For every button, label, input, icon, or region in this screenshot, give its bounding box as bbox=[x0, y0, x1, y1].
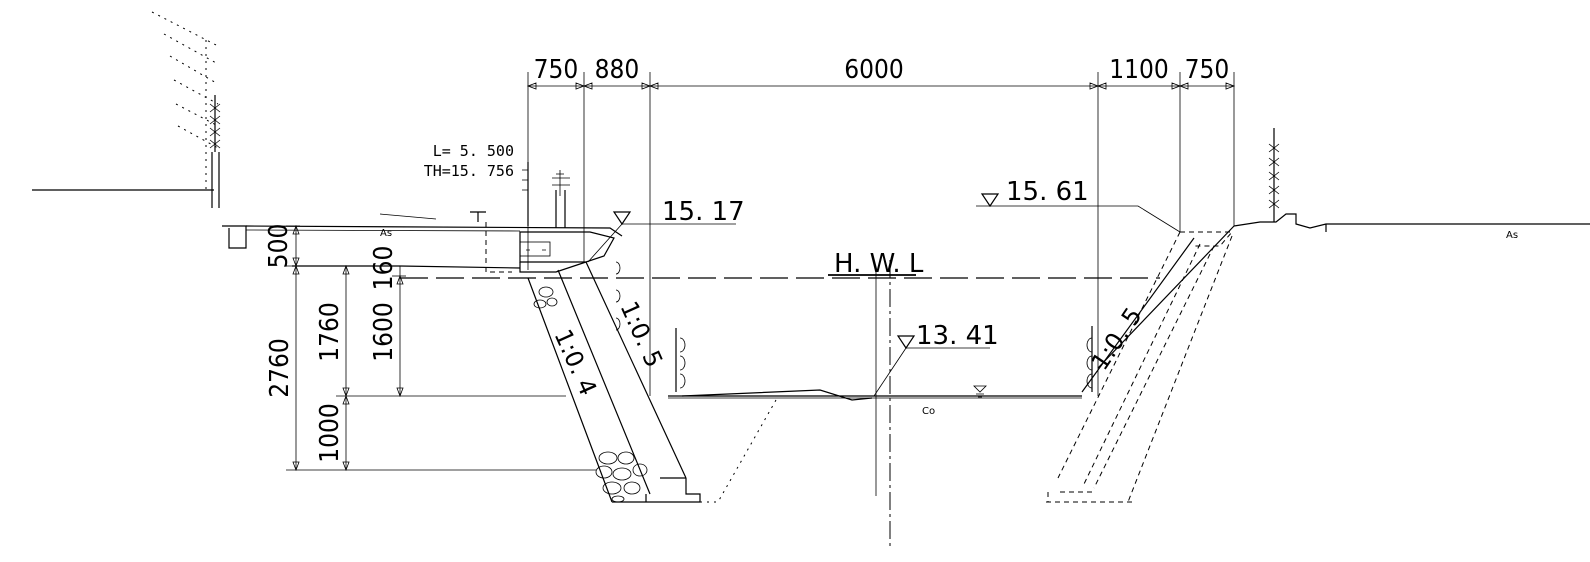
right-bank-level: 15. 61 bbox=[1006, 177, 1089, 207]
guard-rail-post-icon bbox=[552, 170, 570, 228]
dim-top-880: 880 bbox=[595, 55, 640, 85]
right-fence-icon bbox=[1268, 128, 1280, 222]
right-pavement-label: As bbox=[1506, 230, 1518, 241]
left-bank-level-marker bbox=[587, 211, 736, 263]
channel-bed-label: Co bbox=[922, 406, 935, 417]
left-face-slope-label: 1:0. 5 bbox=[615, 297, 669, 372]
dim-left-2760: 2760 bbox=[265, 338, 295, 398]
left-retaining-wall bbox=[527, 261, 701, 503]
dim-left-1000: 1000 bbox=[315, 403, 345, 463]
dim-top-6000: 6000 bbox=[844, 55, 904, 85]
left-handrail-icon bbox=[522, 162, 529, 226]
dim-left-500: 500 bbox=[264, 224, 294, 269]
dim-top-750-right: 750 bbox=[1185, 55, 1230, 85]
pile-length-label: L= 5. 500 bbox=[433, 142, 514, 160]
water-level-marker bbox=[873, 335, 990, 397]
dim-left-1760: 1760 bbox=[315, 302, 345, 362]
right-bank bbox=[1233, 213, 1590, 232]
dim-left-1600: 1600 bbox=[369, 302, 399, 362]
left-pavement-label: As bbox=[380, 228, 392, 239]
left-road bbox=[222, 211, 623, 273]
pile-top-height-label: TH=15. 756 bbox=[424, 162, 514, 180]
left-dimension-chains bbox=[286, 224, 596, 472]
dim-top-1100: 1100 bbox=[1109, 55, 1169, 85]
hwl-label: H. W. L bbox=[834, 249, 924, 279]
left-face-drain-blocks bbox=[615, 261, 686, 392]
right-retaining-wall bbox=[1046, 225, 1235, 503]
left-embankment bbox=[32, 11, 220, 208]
channel-bed bbox=[668, 385, 1082, 503]
left-bank-level: 15. 17 bbox=[662, 197, 745, 227]
left-wall-slope-label: 1:0. 4 bbox=[549, 325, 603, 400]
right-face-slope-label: 1:0. 5 bbox=[1086, 302, 1148, 375]
left-coping-block bbox=[519, 231, 615, 273]
dim-left-160: 160 bbox=[369, 246, 399, 291]
water-level: 13. 41 bbox=[916, 321, 999, 351]
left-fence-icon bbox=[209, 95, 221, 152]
hwl-line bbox=[400, 274, 1160, 279]
left-rubble-backfill bbox=[533, 286, 648, 503]
right-bank-level-marker bbox=[976, 193, 1181, 233]
right-face-drain-blocks bbox=[1086, 326, 1093, 392]
dim-top-750-left: 750 bbox=[534, 55, 579, 85]
top-dimension-chain bbox=[526, 72, 1236, 396]
